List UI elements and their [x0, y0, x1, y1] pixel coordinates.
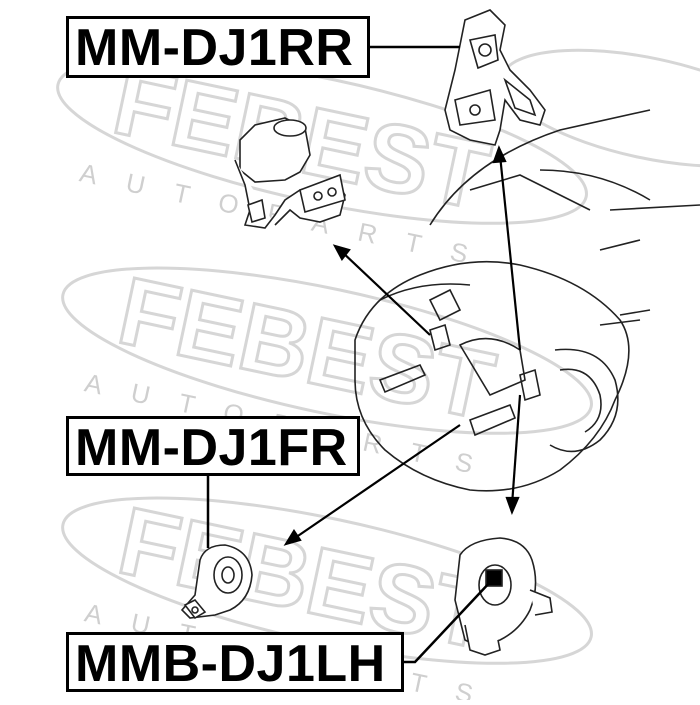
arrow-to-front-right	[291, 424, 461, 541]
arrow-to-rear-right	[498, 154, 522, 351]
arrow-to-left	[510, 394, 522, 506]
arrow-to-upper-left	[339, 249, 431, 336]
leader-lines	[206, 45, 493, 664]
arrowhead-rear-right	[492, 145, 507, 164]
front-right-mount-drawing	[180, 544, 253, 620]
rear-right-mount-drawing	[444, 9, 546, 146]
arrowhead-left	[505, 496, 520, 516]
part-label-left: MMB-DJ1LH	[66, 632, 404, 692]
part-label-rear-right: MM-DJ1RR	[66, 16, 370, 78]
arrowhead-upper-left	[332, 244, 351, 262]
part-label-front-right: MM-DJ1FR	[66, 416, 360, 476]
upper-left-mount-drawing	[234, 117, 346, 229]
arrowhead-front-right	[283, 528, 302, 546]
vehicle-outline	[354, 109, 700, 492]
left-mount-drawing	[454, 537, 553, 656]
watermark-layer: FEBEST AUTOPARTS FEBEST AUTOPARTS FEBEST…	[56, 46, 700, 705]
arrow-layer	[283, 145, 522, 546]
leader-left	[404, 579, 493, 664]
